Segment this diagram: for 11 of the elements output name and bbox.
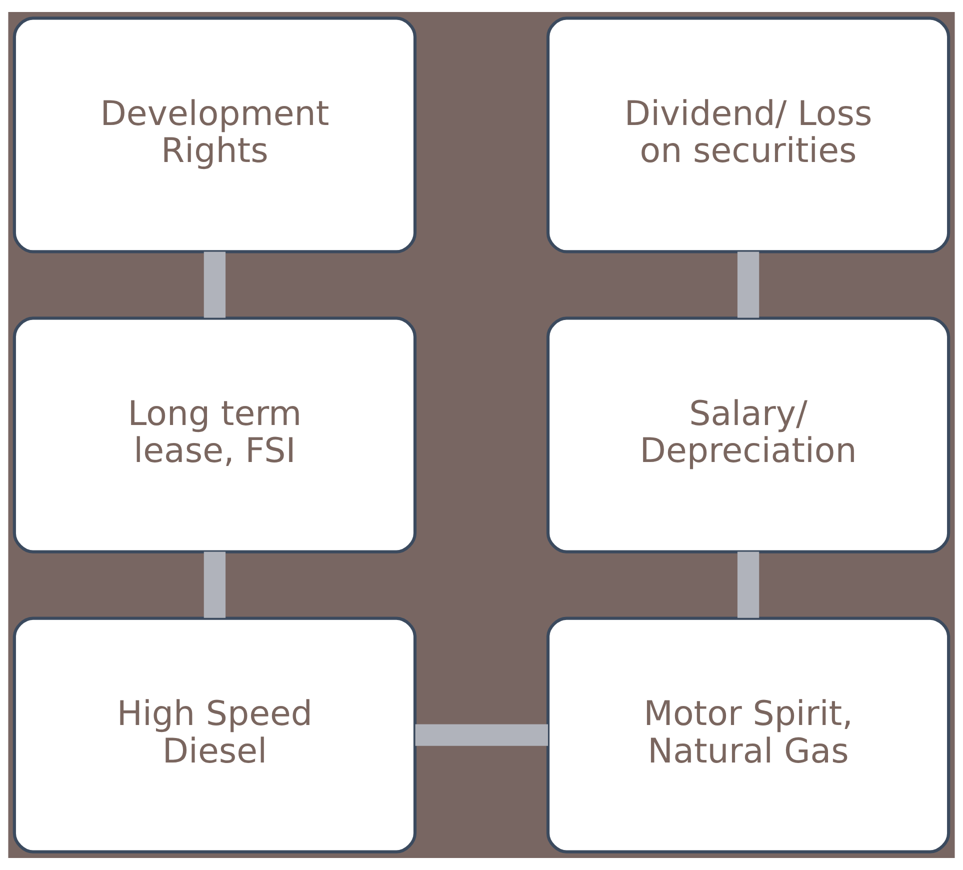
node-box: Dividend/ Loss on securities — [546, 16, 950, 254]
connector — [415, 724, 548, 746]
node-box: Motor Spirit, Natural Gas — [546, 616, 950, 854]
node-box: High Speed Diesel — [12, 616, 417, 854]
connector — [737, 552, 760, 618]
node-box: Salary/ Depreciation — [546, 316, 950, 554]
node-box: Long term lease, FSI — [12, 316, 417, 554]
node-box: Development Rights — [12, 16, 417, 254]
connector — [204, 252, 226, 318]
connector — [737, 252, 760, 318]
connector — [204, 552, 226, 618]
